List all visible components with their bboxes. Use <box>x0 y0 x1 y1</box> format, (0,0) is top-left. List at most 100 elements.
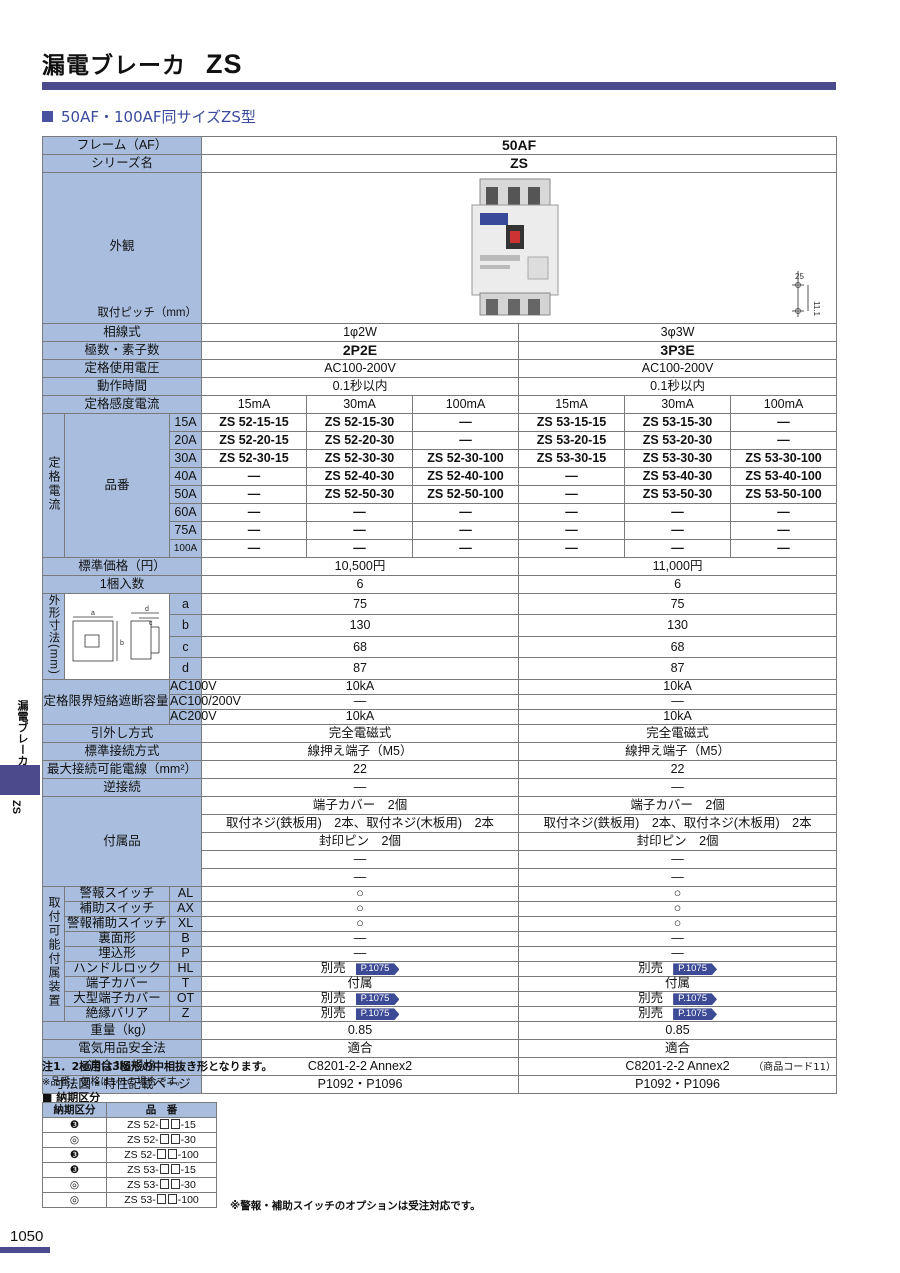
breaking-voltage-key: AC100/200V <box>168 693 241 710</box>
delivery-model-prefix: ZS 52- <box>127 1118 159 1131</box>
option-name: 警報スイッチ <box>64 885 170 902</box>
model-number-cell: — <box>730 539 838 558</box>
reverse-connection-3p: — <box>518 777 838 797</box>
option-value-2p: — <box>201 945 520 962</box>
voltage-label: 定格使用電圧 <box>41 359 203 378</box>
frame-value: 50AF <box>201 136 838 155</box>
placeholder-box <box>156 1193 166 1204</box>
model-number-cell: ZS 53-30-30 <box>624 449 732 468</box>
accessory-3p: 取付ネジ(鉄板用) 2本、取付ネジ(木板用) 2本 <box>518 813 838 833</box>
model-number-cell: — <box>624 521 732 540</box>
page-reference-tag: P.1075 <box>355 1008 400 1021</box>
dimensions-label-cell: 外形寸法(mm) <box>42 593 65 680</box>
accessory-2p: 封印ピン 2個 <box>201 831 520 851</box>
model-number-cell: — <box>412 503 520 522</box>
delivery-class-symbol: ◎ <box>42 1177 107 1193</box>
placeholder-box <box>170 1178 180 1189</box>
model-number-cell: ZS 53-30-100 <box>730 449 838 468</box>
page-number: 1050 <box>10 1228 44 1245</box>
dimension-value-3p: 130 <box>518 614 838 637</box>
weight-3p: 0.85 <box>518 1020 838 1040</box>
weight-label: 重量（kg） <box>41 1020 203 1040</box>
model-number-cell: — <box>201 467 308 486</box>
model-number-cell: ZS 52-40-100 <box>412 467 520 486</box>
delivery-model: ZS 52--30 <box>106 1132 217 1148</box>
option-name: 端子カバー <box>64 975 170 992</box>
accessories-label: 付属品 <box>41 795 203 887</box>
option-value-3p: 付属 <box>518 975 838 992</box>
rated-amp-cell: 30A <box>168 449 203 468</box>
delivery-model: ZS 53--30 <box>106 1177 217 1193</box>
dimension-key: d <box>168 657 203 680</box>
option-value-2p: — <box>201 930 520 947</box>
pack-quantity-2p: 6 <box>201 575 520 594</box>
poles-value-2p: 2P2E <box>201 341 520 360</box>
breaking-capacity-2p: — <box>201 693 520 710</box>
option-availability: — <box>671 946 684 961</box>
model-number-cell: — <box>201 521 308 540</box>
delivery-class-symbol: ❸ <box>42 1117 107 1133</box>
model-number-cell: ZS 52-20-30 <box>306 431 414 450</box>
model-number-cell: — <box>518 503 626 522</box>
dimension-value-2p: 68 <box>201 635 520 659</box>
dimension-value-2p: 75 <box>201 592 520 616</box>
placeholder-box <box>156 1148 166 1159</box>
placeholder-box <box>170 1163 180 1174</box>
delivery-model: ZS 53--100 <box>106 1192 217 1208</box>
page-reference-tag: P.1075 <box>673 963 717 976</box>
delivery-row: ◎ZS 53--100 <box>42 1192 217 1208</box>
page-reference-tag: P.1075 <box>673 993 717 1006</box>
model-number-cell: ZS 52-15-30 <box>306 413 414 432</box>
option-value-2p: 付属 <box>201 975 520 992</box>
model-number-cell: — <box>201 503 308 522</box>
option-availability: ○ <box>673 886 682 901</box>
delivery-row: ◎ZS 53--30 <box>42 1177 217 1193</box>
connection-3p: 線押え端子（M5） <box>518 741 838 761</box>
accessory-2p: 取付ネジ(鉄板用) 2本、取付ネジ(木板用) 2本 <box>201 813 520 833</box>
max-wire-3p: 22 <box>518 759 838 779</box>
weight-2p: 0.85 <box>201 1020 520 1040</box>
model-number-cell: ZS 53-40-100 <box>730 467 838 486</box>
delivery-model: ZS 52--15 <box>106 1117 217 1133</box>
model-number-cell: — <box>412 413 520 432</box>
page-reference-tag: P.1075 <box>355 993 400 1006</box>
option-code: OT <box>168 990 203 1007</box>
option-availability: — <box>353 946 367 961</box>
model-number-cell: — <box>306 539 414 558</box>
option-value-3p: ○ <box>518 915 838 932</box>
option-availability: — <box>671 931 684 946</box>
breaking-capacity-3p: 10kA <box>518 678 838 695</box>
phase-value-3p: 3φ3W <box>518 323 838 342</box>
rated-amp-cell: 75A <box>168 521 203 540</box>
appearance-label-cell: 外観 取付ピッチ（mm） <box>41 172 203 324</box>
page-reference-tag: P.1075 <box>673 1008 717 1021</box>
rated-amp-cell: 20A <box>168 431 203 450</box>
title-underline-bar <box>42 82 836 90</box>
svg-text:d: d <box>145 606 149 613</box>
section-heading: 50AF・100AF同サイズZS型 <box>42 106 256 127</box>
delivery-model-prefix: ZS 53- <box>127 1163 159 1176</box>
model-number-cell: ZS 53-50-100 <box>730 485 838 504</box>
delivery-model-suffix: -100 <box>177 1193 199 1206</box>
svg-text:c: c <box>149 620 153 627</box>
square-bullet-icon <box>42 111 53 122</box>
sensitivity-label: 定格感度電流 <box>41 395 203 414</box>
sensitivity-cell: 100mA <box>412 395 520 414</box>
model-number-cell: ZS 52-30-100 <box>412 449 520 468</box>
option-availability: ○ <box>356 886 364 901</box>
delivery-model-prefix: ZS 52- <box>124 1148 156 1161</box>
rated-amp-cell: 100A <box>168 539 203 558</box>
breaker-illustration: 25 11.1 <box>471 178 821 317</box>
option-availability: 別売 <box>320 1006 346 1021</box>
model-number-cell: — <box>201 539 308 558</box>
option-value-2p: ○ <box>201 915 520 932</box>
delivery-class-symbol: ❸ <box>42 1162 107 1178</box>
delivery-class-symbol: ◎ <box>42 1192 107 1208</box>
option-value-2p: 別売 P.1075 <box>201 1005 520 1022</box>
delivery-model-prefix: ZS 52- <box>127 1133 159 1146</box>
jis-label: 適合JIS規格 <box>41 1056 203 1076</box>
dimensions-label: 外形寸法(mm) <box>47 594 60 675</box>
